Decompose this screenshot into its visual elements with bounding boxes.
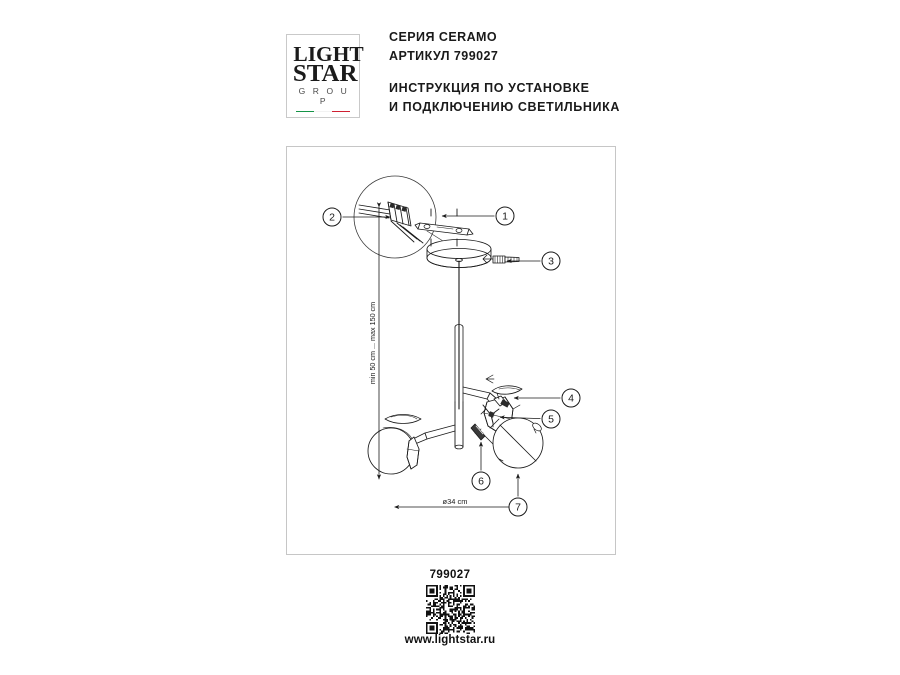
installation-diagram: min 50 cm ... max 150 cm ø34 cm 1 2 3 4 5 6 7 — [322, 175, 581, 517]
callout-7: 7 — [508, 473, 528, 517]
page-header: LIGHT STAR G R O U P СЕРИЯ CERAMO АРТИКУ… — [0, 0, 900, 140]
callout-3-label: 3 — [548, 256, 554, 268]
qr-code-canvas — [426, 585, 475, 634]
callout-4: 4 — [513, 388, 581, 408]
instruction-line-1: ИНСТРУКЦИЯ ПО УСТАНОВКЕ — [389, 81, 590, 95]
callout-6-label: 6 — [478, 476, 484, 488]
installation-diagram-panel: min 50 cm ... max 150 cm ø34 cm 1 2 3 4 5 6 7 — [286, 146, 616, 555]
callout-3-bubble — [541, 251, 561, 271]
article-line: АРТИКУЛ 799027 — [389, 48, 499, 63]
horizontal-dimension-label: ø34 cm — [442, 497, 467, 506]
callout-4-label: 4 — [568, 393, 574, 405]
pendant-rod — [454, 260, 464, 450]
callout-5-leader — [499, 415, 541, 420]
footer-website: www.lightstar.ru — [404, 634, 496, 646]
callout-6-bubble — [471, 471, 491, 491]
callout-2-bubble — [322, 207, 342, 227]
qr-code — [426, 585, 475, 634]
logo-text-light: LIGHT — [293, 42, 364, 66]
callout-4-bubble — [561, 388, 581, 408]
callout-1-label: 1 — [502, 211, 508, 223]
vertical-dimension-label: min 50 cm ... max 150 cm — [368, 302, 377, 384]
callout-layer: 1 2 3 4 5 6 7 — [322, 206, 581, 517]
callout-5-label: 5 — [548, 414, 554, 426]
callout-6: 6 — [471, 441, 491, 491]
logo-text-group: G R O U P — [298, 86, 350, 107]
callout-1: 1 — [441, 206, 515, 226]
callout-7-label: 7 — [515, 502, 521, 514]
callout-3: 3 — [506, 251, 561, 271]
header-text-block: СЕРИЯ CERAMO АРТИКУЛ 799027 ИНСТРУКЦИЯ П… — [389, 28, 749, 117]
callout-5: 5 — [499, 409, 561, 429]
part-6-fixing-screw — [470, 418, 500, 445]
footer-article-number: 799027 — [429, 569, 471, 581]
italian-flag-icon — [296, 111, 350, 112]
part-4-arm-assembly — [485, 374, 523, 400]
callout-2-label: 2 — [329, 212, 335, 224]
instruction-line-2: И ПОДКЛЮЧЕНИЮ СВЕТИЛЬНИКА — [389, 100, 620, 114]
callout-7-bubble — [508, 497, 528, 517]
wire-terminal-detail-circle — [353, 175, 460, 259]
callout-1-bubble — [495, 206, 515, 226]
mounting-bracket-part — [414, 208, 474, 247]
lower-lamp-arm-globe — [367, 414, 456, 475]
part-7-glass-globe — [492, 417, 544, 469]
callout-5-bubble — [541, 409, 561, 429]
brand-logo: LIGHT STAR G R O U P — [286, 34, 364, 118]
series-line: СЕРИЯ CERAMO — [389, 30, 498, 44]
logo-text-star: STAR — [292, 61, 358, 88]
callout-2: 2 — [322, 207, 391, 227]
